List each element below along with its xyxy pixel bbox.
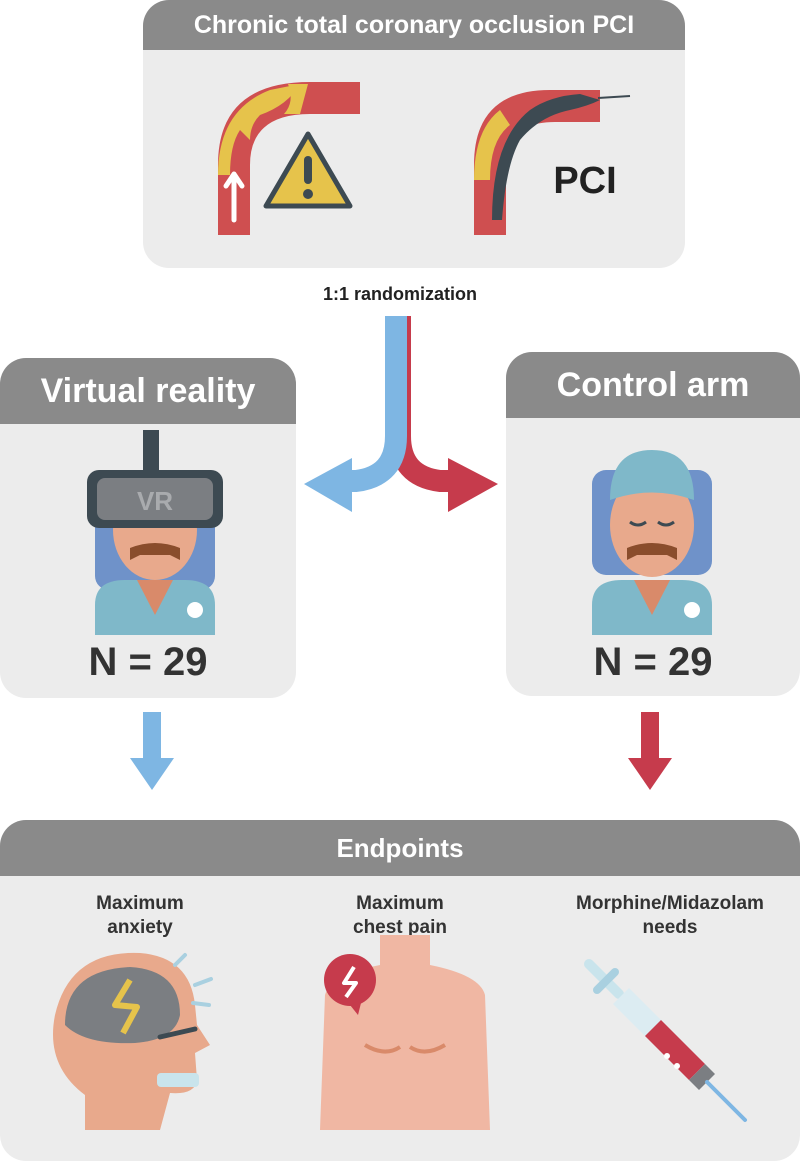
syringe-icon	[584, 959, 747, 1122]
endpoints-header: Endpoints	[0, 820, 800, 876]
guidewire	[597, 95, 631, 99]
pci-label: PCI	[553, 160, 617, 202]
vr-patient-icon	[87, 430, 223, 635]
randomization-label: 1:1 randomization	[322, 284, 478, 304]
vr-arm-header: Virtual reality	[0, 358, 296, 424]
occluded-vessel-illustration	[218, 82, 360, 235]
surgical-cap	[610, 450, 694, 500]
endpoint-anxiety-line1: Maximum	[96, 893, 184, 914]
red-arrow	[389, 316, 460, 492]
endpoints-title: Endpoints	[336, 833, 464, 863]
endpoint-anxiety-line2: anxiety	[107, 917, 173, 938]
endpoint-chest-pain-line2: chest pain	[353, 917, 447, 938]
vr-visor-text: VR	[136, 486, 174, 516]
pain-indicator-icon	[324, 954, 376, 1006]
control-arm-title: Control arm	[556, 366, 750, 404]
endpoint-anxiety-label: Maximum anxiety	[40, 892, 240, 940]
procedure-header: Chronic total coronary occlusion PCI	[143, 0, 685, 50]
blue-down-arrow	[130, 712, 174, 790]
endpoint-chest-pain-line1: Maximum	[356, 893, 444, 914]
red-down-arrow	[628, 712, 672, 790]
pci-vessel-illustration	[474, 90, 631, 235]
control-patient-icon	[592, 450, 712, 635]
endpoint-medication-line1: Morphine/Midazolam	[576, 893, 764, 914]
randomization-arrows	[304, 316, 498, 512]
vr-arm-n: N = 29	[88, 640, 208, 684]
occlusion-plaque	[284, 84, 308, 114]
endpoint-medication-line2: needs	[642, 917, 698, 938]
endpoint-medication-label: Morphine/Midazolam needs	[540, 892, 800, 940]
control-arm-n: N = 29	[593, 640, 713, 684]
warning-icon	[263, 131, 353, 209]
chest-pain-torso-icon	[320, 935, 490, 1130]
catheter-balloon	[492, 94, 600, 220]
blue-arrow	[340, 316, 407, 492]
vr-arm-title: Virtual reality	[40, 372, 256, 410]
endpoint-chest-pain-label: Maximum chest pain	[300, 892, 500, 940]
procedure-title: Chronic total coronary occlusion PCI	[193, 11, 635, 39]
control-arm-header: Control arm	[506, 352, 800, 418]
anxious-head-icon	[53, 952, 213, 1130]
